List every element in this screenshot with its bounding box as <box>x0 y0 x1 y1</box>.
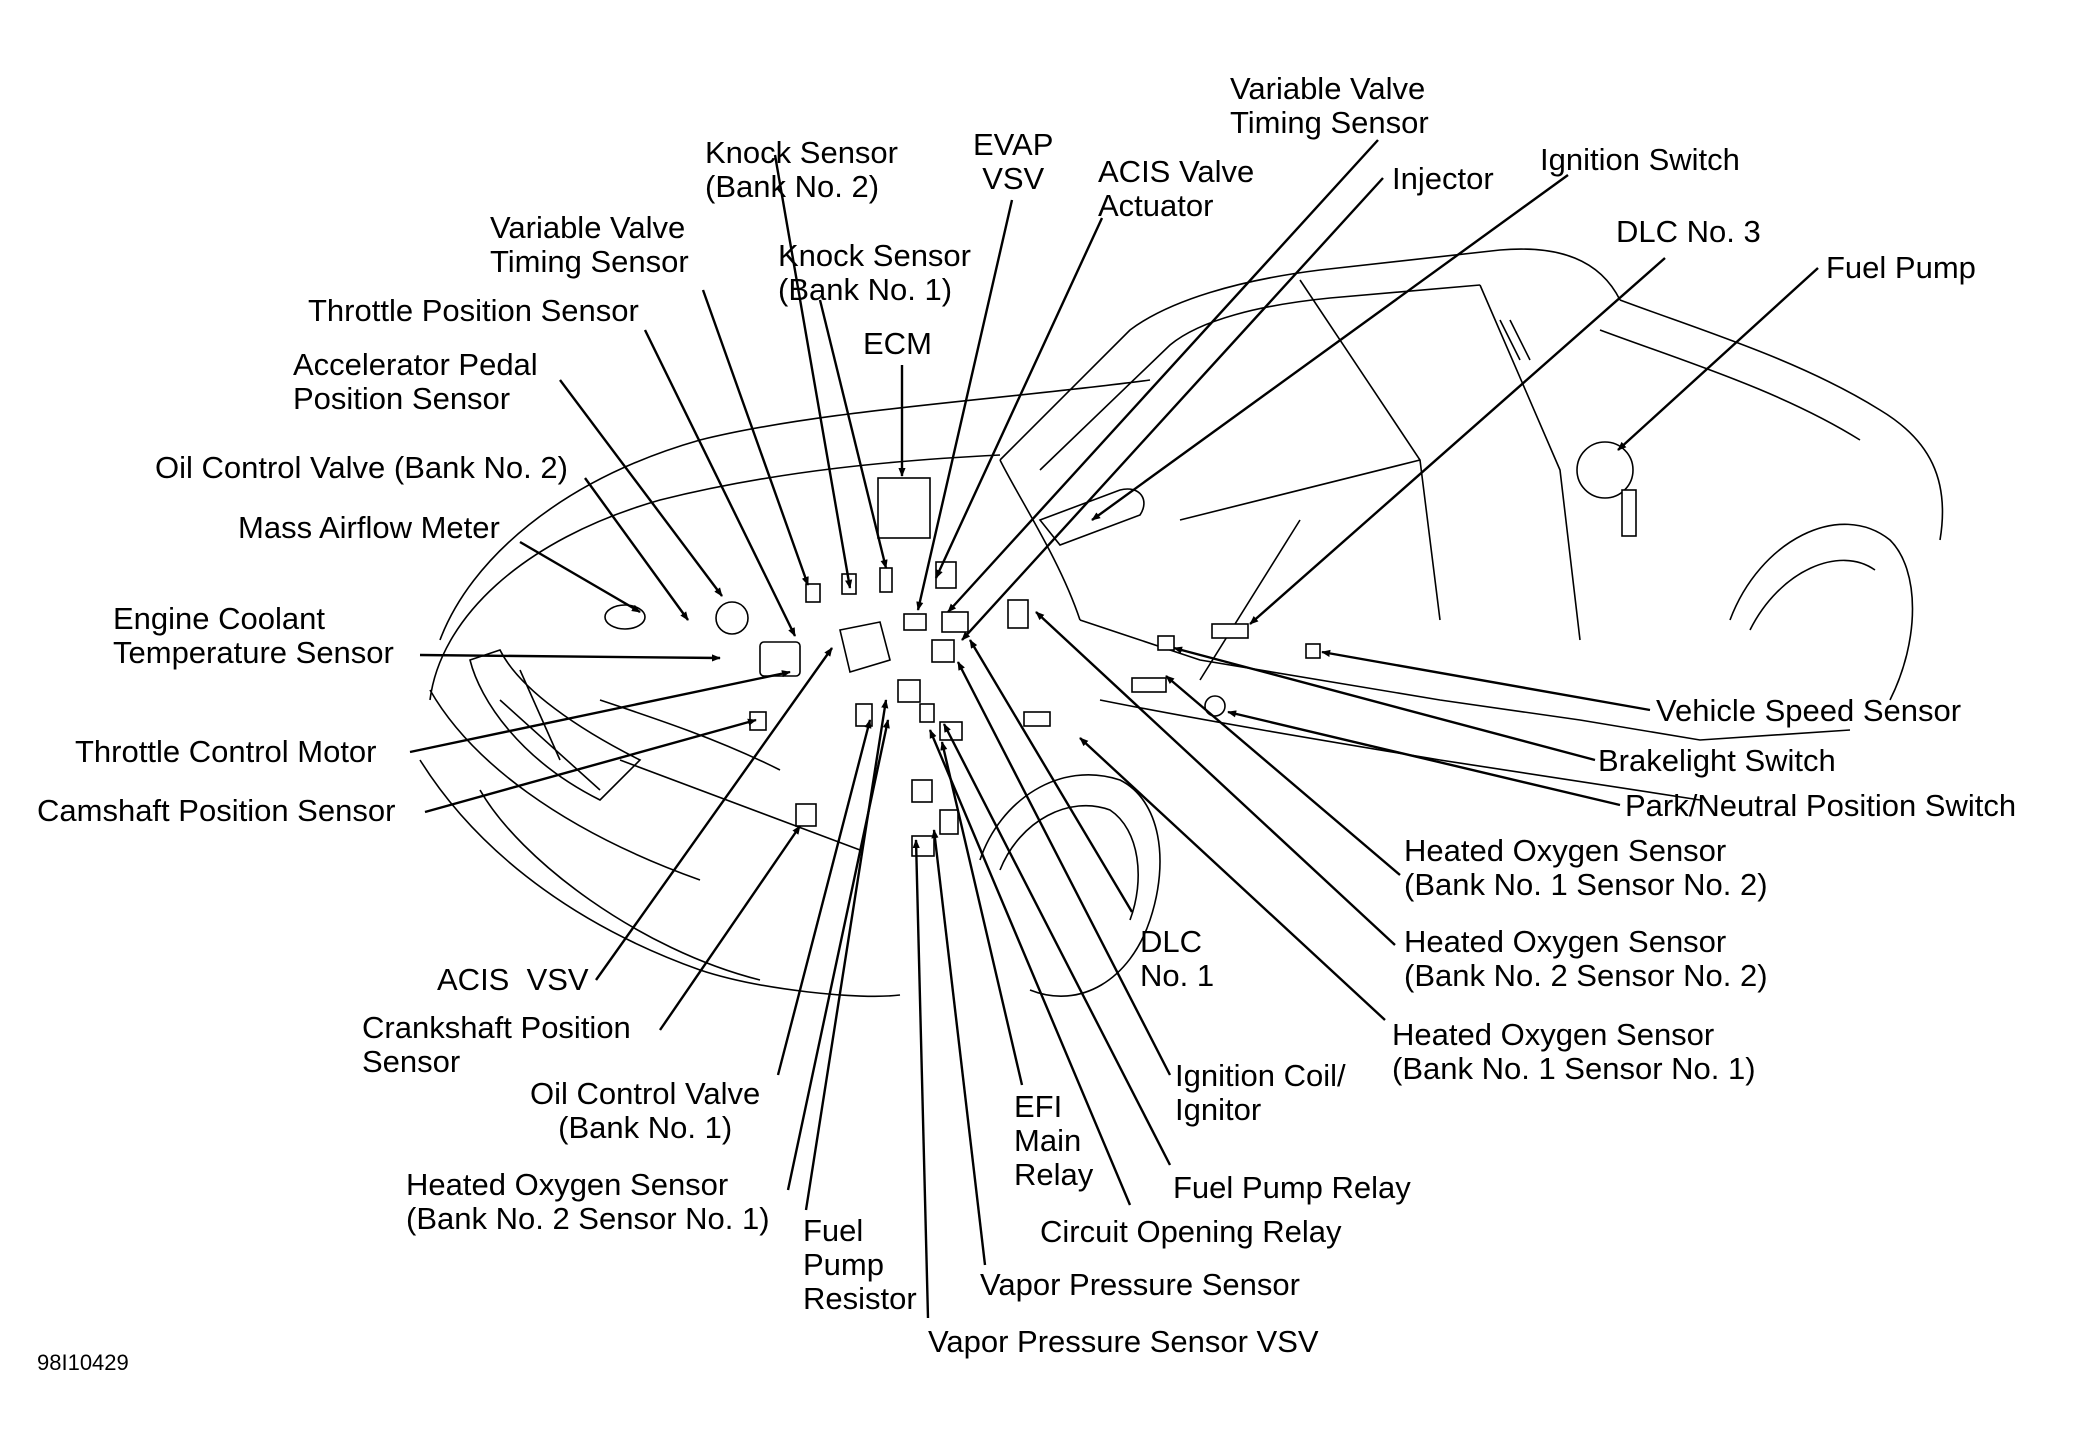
leader-camshaft-position-sensor <box>424 718 757 814</box>
label-fuel-pump-relay: Fuel Pump Relay <box>1173 1170 1411 1205</box>
label-evap-vsv: EVAP VSV <box>973 127 1054 196</box>
leader-knock-sensor-bank1 <box>818 299 888 569</box>
label-acis-valve-actuator: ACIS Valve Actuator <box>1098 154 1255 223</box>
label-oil-control-valve-bank1: Oil Control Valve (Bank No. 1) <box>530 1076 761 1145</box>
label-vehicle-speed-sensor: Vehicle Speed Sensor <box>1656 693 1962 728</box>
label-dlc-no3: DLC No. 3 <box>1616 214 1761 249</box>
label-park-neutral-position-switch: Park/Neutral Position Switch <box>1625 788 2017 823</box>
label-knock-sensor-bank1: Knock Sensor (Bank No. 1) <box>778 238 971 307</box>
label-fuel-pump-resistor: Fuel Pump Resistor <box>803 1213 917 1316</box>
label-ho2s-bank1-sensor2: Heated Oxygen Sensor (Bank No. 1 Sensor … <box>1404 833 1768 902</box>
leader-circuit-opening-relay <box>928 729 1132 1206</box>
leader-accel-pedal-sensor <box>559 379 723 597</box>
label-ho2s-bank2-sensor2: Heated Oxygen Sensor (Bank No. 2 Sensor … <box>1404 924 1768 993</box>
leader-injector <box>961 177 1384 641</box>
label-throttle-control-motor: Throttle Control Motor <box>75 734 377 769</box>
leader-dlc3 <box>1249 257 1666 625</box>
leader-ho2s-b1s2 <box>1165 675 1401 876</box>
figure-id: 98I10429 <box>37 1350 129 1375</box>
leader-brakelight-switch <box>1173 646 1596 762</box>
leader-acis-vsv <box>595 647 833 981</box>
leader-ho2s-b2s2 <box>1035 611 1396 946</box>
leader-vvt-sensor-left <box>701 289 810 586</box>
leader-dlc1 <box>968 639 1134 913</box>
leader-pn-position-switch <box>1227 710 1621 807</box>
leader-ignition-coil <box>956 661 1172 1076</box>
label-vapor-pressure-sensor: Vapor Pressure Sensor <box>980 1267 1300 1302</box>
label-efi-main-relay: EFI Main Relay <box>1014 1089 1094 1192</box>
label-vapor-pressure-sensor-vsv: Vapor Pressure Sensor VSV <box>928 1324 1319 1359</box>
leader-fuel-pump <box>1617 267 1819 451</box>
label-knock-sensor-bank2: Knock Sensor (Bank No. 2) <box>705 135 898 204</box>
leader-lines <box>409 139 1819 1319</box>
leader-vapor-pressure-sensor-vsv <box>912 839 930 1319</box>
leader-throttle-position-sensor <box>643 329 797 637</box>
leader-mass-airflow-meter <box>519 540 641 614</box>
label-ecm: ECM <box>863 326 932 361</box>
label-oil-control-valve-bank2: Oil Control Valve (Bank No. 2) <box>155 450 568 485</box>
leader-throttle-control-motor <box>409 670 791 754</box>
leader-ho2s-b1s1 <box>1079 737 1386 1021</box>
label-engine-coolant-temperature-sensor: Engine Coolant Temperature Sensor <box>113 601 394 670</box>
label-acis-vsv: ACIS VSV <box>437 962 589 997</box>
leader-ignition-switch <box>1091 174 1569 521</box>
label-dlc-no1: DLC No. 1 <box>1140 924 1215 993</box>
label-accelerator-pedal-position-sensor: Accelerator Pedal Position Sensor <box>293 347 538 416</box>
label-throttle-position-sensor: Throttle Position Sensor <box>308 293 639 328</box>
leader-ocv-bank1 <box>776 719 872 1076</box>
leader-efi-main-relay <box>940 741 1024 1086</box>
leader-evap-vsv <box>916 199 1014 611</box>
label-ignition-coil-ignitor: Ignition Coil/ Ignitor <box>1175 1058 1346 1127</box>
leader-vapor-pressure-sensor <box>931 829 987 1266</box>
label-camshaft-position-sensor: Camshaft Position Sensor <box>37 793 396 828</box>
label-circuit-opening-relay: Circuit Opening Relay <box>1040 1214 1342 1249</box>
label-mass-airflow-meter: Mass Airflow Meter <box>238 510 500 545</box>
leader-vehicle-speed-sensor <box>1321 649 1651 712</box>
label-injector: Injector <box>1392 161 1494 196</box>
leader-fuel-pump-resistor <box>804 699 889 1211</box>
label-crankshaft-position-sensor: Crankshaft Position Sensor <box>362 1010 631 1079</box>
leader-fuel-pump-relay <box>942 723 1172 1166</box>
leader-vvt-sensor-top <box>947 139 1379 613</box>
leader-crankshaft-position-sensor <box>659 825 801 1031</box>
leader-knock-sensor-bank2 <box>773 154 853 589</box>
label-ho2s-bank1-sensor1: Heated Oxygen Sensor (Bank No. 1 Sensor … <box>1392 1017 1756 1086</box>
label-vvt-sensor-top: Variable Valve Timing Sensor <box>1230 71 1429 140</box>
leader-acis-valve-actuator <box>934 217 1104 579</box>
label-fuel-pump: Fuel Pump <box>1826 250 1976 285</box>
label-ho2s-bank2-sensor1: Heated Oxygen Sensor (Bank No. 2 Sensor … <box>406 1167 770 1236</box>
leader-ect-sensor <box>419 653 721 662</box>
label-ignition-switch: Ignition Switch <box>1540 142 1740 177</box>
label-brakelight-switch: Brakelight Switch <box>1598 743 1836 778</box>
label-vvt-sensor-left: Variable Valve Timing Sensor <box>490 210 689 279</box>
leader-ocv-bank2 <box>584 477 689 621</box>
